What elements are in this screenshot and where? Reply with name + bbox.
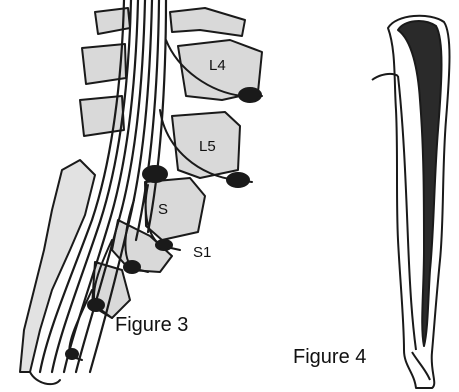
lamina-l3 <box>170 8 245 36</box>
label-s1: S1 <box>193 244 211 261</box>
ganglion-s2 <box>124 261 140 273</box>
sacral-segment-s <box>145 178 205 240</box>
figure4-caption: Figure 4 <box>293 346 366 369</box>
ganglion-s4 <box>66 349 78 359</box>
ganglion-l4 <box>239 88 261 102</box>
ganglion-s1 <box>156 240 172 250</box>
label-l5: L5 <box>199 138 216 155</box>
ganglion-s3 <box>88 299 104 311</box>
coccyx <box>30 372 60 384</box>
ganglion-l5 <box>227 173 249 187</box>
label-s: S <box>158 201 168 218</box>
label-l4: L4 <box>209 57 226 74</box>
figure4-leg-dermatome <box>372 16 450 388</box>
ganglion-s-upper <box>143 166 167 182</box>
figure3-caption: Figure 3 <box>115 314 188 337</box>
